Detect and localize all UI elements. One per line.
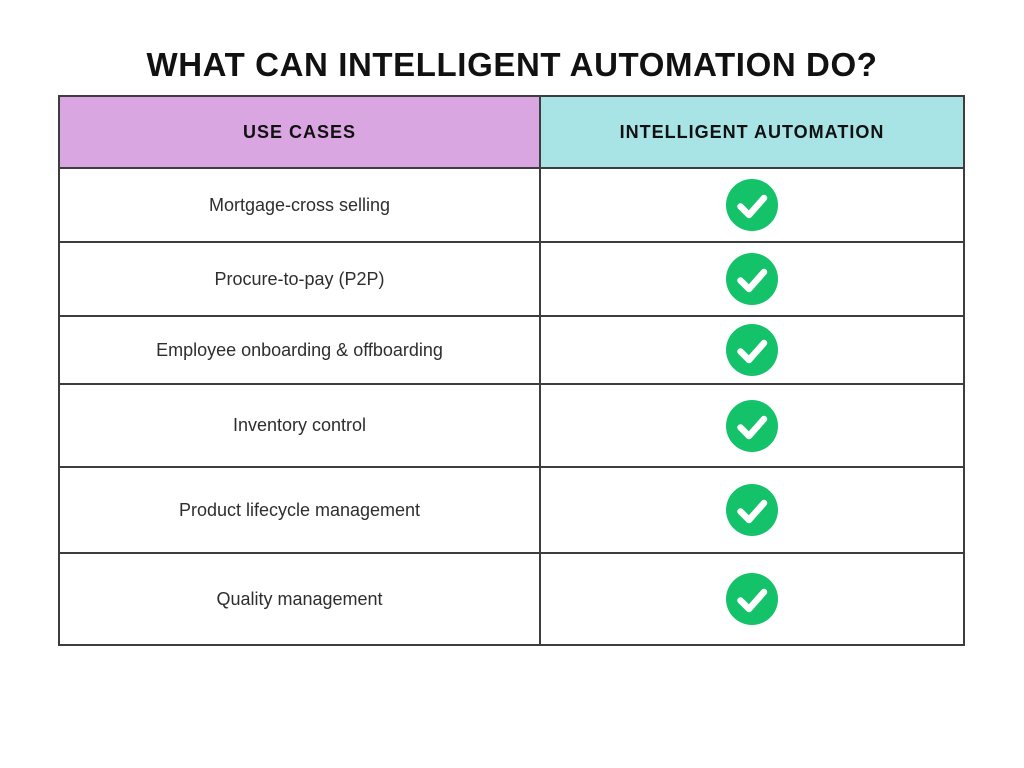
- automation-cell: [541, 385, 963, 466]
- table-row: Mortgage-cross selling: [60, 167, 963, 241]
- header-intelligent-automation: INTELLIGENT AUTOMATION: [541, 97, 963, 167]
- automation-cell: [541, 468, 963, 552]
- table-header-row: USE CASES INTELLIGENT AUTOMATION: [60, 97, 963, 167]
- table-row: Quality management: [60, 552, 963, 644]
- automation-cell: [541, 169, 963, 241]
- table-row: Inventory control: [60, 383, 963, 466]
- automation-cell: [541, 554, 963, 644]
- use-case-label: Inventory control: [60, 385, 541, 466]
- table-row: Product lifecycle management: [60, 466, 963, 552]
- header-use-cases: USE CASES: [60, 97, 541, 167]
- use-case-label: Product lifecycle management: [60, 468, 541, 552]
- check-circle-icon: [726, 484, 778, 536]
- table-row: Procure-to-pay (P2P): [60, 241, 963, 315]
- table-row: Employee onboarding & offboarding: [60, 315, 963, 383]
- use-case-label: Quality management: [60, 554, 541, 644]
- use-case-label: Procure-to-pay (P2P): [60, 243, 541, 315]
- automation-cell: [541, 317, 963, 383]
- automation-cell: [541, 243, 963, 315]
- check-circle-icon: [726, 179, 778, 231]
- page-title: WHAT CAN INTELLIGENT AUTOMATION DO?: [146, 46, 878, 84]
- check-circle-icon: [726, 399, 778, 452]
- comparison-table: USE CASES INTELLIGENT AUTOMATION Mortgag…: [58, 95, 965, 646]
- use-case-label: Mortgage-cross selling: [60, 169, 541, 241]
- check-circle-icon: [726, 253, 778, 305]
- use-case-label: Employee onboarding & offboarding: [60, 317, 541, 383]
- check-circle-icon: [726, 324, 778, 376]
- check-circle-icon: [726, 573, 778, 625]
